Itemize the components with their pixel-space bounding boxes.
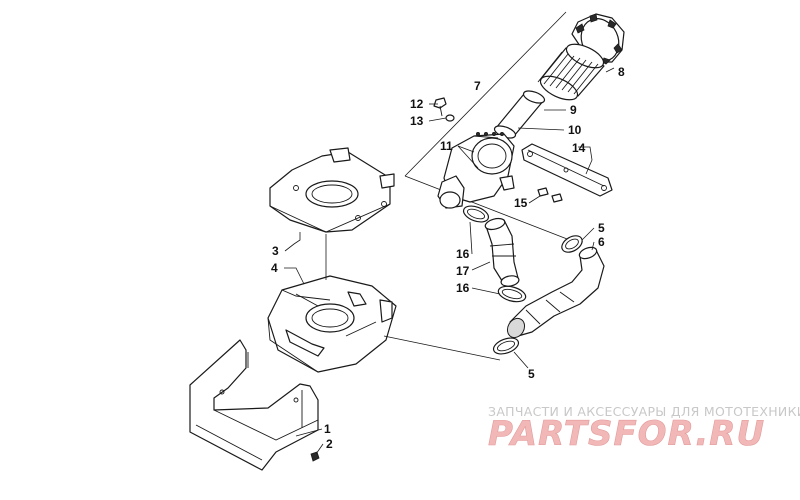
callout-12: 12	[410, 97, 424, 111]
elbow-hose-part	[484, 217, 520, 287]
callout-15: 15	[514, 196, 528, 210]
callout-16-upper: 16	[456, 247, 470, 261]
callout-10: 10	[568, 123, 582, 137]
callout-1: 1	[324, 422, 331, 436]
air-filter-element-part	[537, 43, 605, 101]
callout-4: 4	[271, 261, 278, 275]
assembly-outline	[404, 11, 581, 245]
callout-2: 2	[326, 437, 333, 451]
intake-clamp-upper-part	[561, 235, 583, 253]
hose-clamp-lower-part	[497, 285, 527, 303]
callout-labels: 1 2 3 4 5 5 6 7 8 9 10 11 12 13 14 15 16…	[271, 65, 625, 451]
hose-clamp-upper-part	[462, 205, 490, 223]
callout-7: 7	[474, 79, 481, 93]
callout-5-upper: 5	[598, 221, 605, 235]
callout-6: 6	[598, 235, 605, 249]
airbox-base-part	[267, 275, 397, 373]
cover-screw-part	[433, 97, 447, 117]
plate-fastener-part	[537, 187, 563, 203]
watermark-logo: PARTSFOR.RU	[488, 414, 765, 452]
mounting-plate-part	[521, 143, 613, 197]
callout-9: 9	[570, 103, 577, 117]
cover-washer-part	[445, 114, 455, 122]
intake-clamp-lower-part	[492, 337, 520, 355]
airbox-cover-part	[269, 147, 395, 233]
callout-14: 14	[572, 141, 586, 155]
svg-text:PARTSFOR.RU: PARTSFOR.RU	[488, 414, 765, 452]
callout-16-lower: 16	[456, 281, 470, 295]
callout-5-lower: 5	[528, 367, 535, 381]
callout-8: 8	[618, 65, 625, 79]
filter-housing-part	[437, 131, 515, 209]
intake-duct-part	[506, 246, 605, 339]
mounting-bracket-part	[189, 339, 319, 471]
callout-13: 13	[410, 114, 424, 128]
callout-17: 17	[456, 264, 470, 278]
callout-3: 3	[272, 244, 279, 258]
bracket-screw-part	[310, 451, 320, 462]
callout-11: 11	[440, 139, 453, 153]
watermark-tagline: ЗАПЧАСТИ И АКСЕССУАРЫ ДЛЯ МОТОТЕХНИКИ	[488, 404, 800, 419]
leader-lines	[284, 67, 615, 455]
